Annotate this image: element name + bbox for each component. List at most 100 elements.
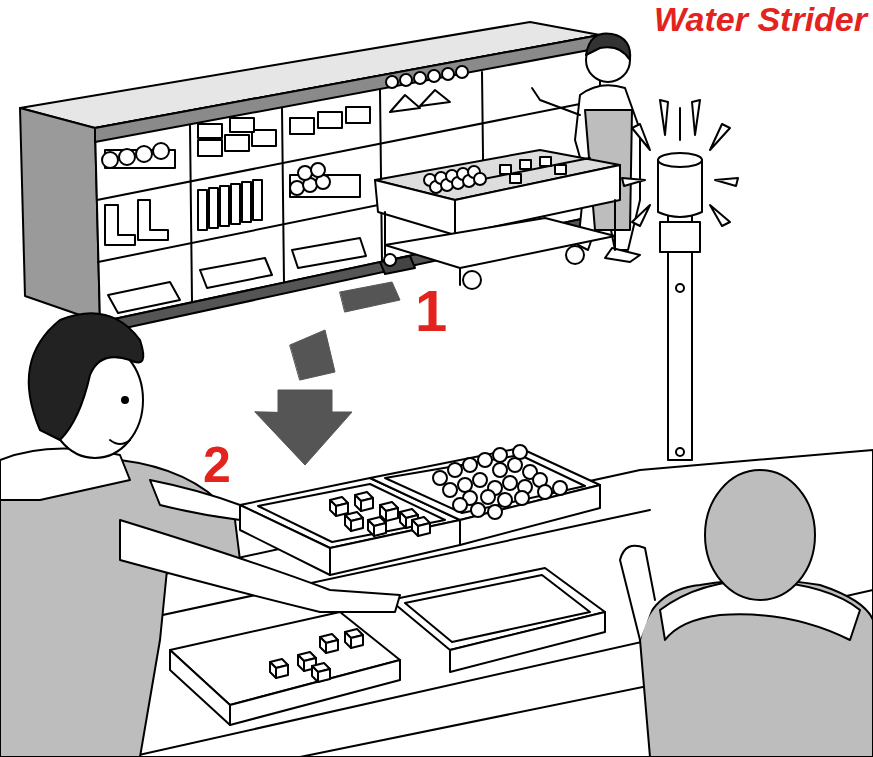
shelf-items	[442, 68, 454, 80]
tray-ball	[503, 476, 517, 490]
tray-cube	[320, 634, 338, 653]
tray-ball	[433, 471, 447, 485]
tray-cube	[374, 523, 386, 536]
cart-cube	[510, 174, 521, 183]
tray-ball	[508, 458, 522, 472]
tray-cube	[345, 629, 363, 648]
tray-cube	[368, 517, 386, 536]
shelf-items	[119, 149, 135, 165]
trolley-cart	[566, 246, 584, 264]
shelf-items	[136, 146, 152, 162]
callout-number: 2	[203, 440, 231, 490]
shelf-items	[198, 124, 222, 138]
cart-parts	[424, 157, 566, 193]
assembly-worker	[705, 470, 815, 600]
tray-ball	[471, 503, 485, 517]
tray-ball	[473, 473, 487, 487]
tray-cube	[351, 518, 363, 531]
shelf-items	[220, 186, 229, 226]
diagram-title: Water Strider	[654, 2, 867, 36]
trolley-cart	[614, 200, 616, 250]
shelf-items	[311, 163, 325, 177]
work-table	[0, 450, 873, 757]
shelf-items	[231, 184, 240, 224]
flow-arrow	[340, 282, 400, 312]
shelf-items	[252, 130, 276, 146]
shelf-items	[225, 135, 249, 151]
signal-lamp	[632, 205, 650, 226]
tray-parts	[270, 445, 567, 682]
tray-ball	[488, 505, 502, 519]
shelf-items	[198, 140, 222, 156]
shelf-items	[200, 258, 272, 288]
shelf-items	[102, 66, 468, 313]
tray-cube	[361, 498, 373, 511]
shelf-items	[292, 238, 366, 268]
tray-cube	[312, 663, 330, 682]
signal-lamp	[710, 124, 730, 150]
shelf-items	[153, 143, 169, 159]
tray-ball	[453, 498, 467, 512]
signal-lamp	[658, 153, 702, 167]
tray-cube	[412, 517, 430, 536]
tray-ball	[493, 448, 507, 462]
shelf-items	[400, 74, 412, 86]
shelf-items	[428, 70, 440, 82]
work-table	[0, 450, 873, 757]
tray-cube	[351, 635, 363, 648]
tray-cube	[326, 640, 338, 653]
shelf-items	[242, 182, 251, 222]
tray-cube	[418, 523, 430, 536]
stock-worker	[605, 248, 640, 262]
shelf-items	[298, 166, 312, 180]
parts-trays	[170, 650, 230, 725]
shelf-items	[390, 95, 420, 112]
shelf-unit	[20, 108, 100, 322]
signal-lamp	[676, 448, 684, 456]
flow-arrow	[255, 390, 352, 465]
trolley-cart	[384, 212, 386, 255]
shelf-items	[290, 181, 304, 195]
tray-cube	[386, 508, 398, 521]
shelf-items	[346, 107, 370, 123]
shelf-items	[138, 200, 168, 240]
shelf-items	[456, 66, 468, 78]
cart-cube	[520, 160, 531, 169]
tray-ball	[553, 481, 567, 495]
trolley-cart	[384, 254, 396, 266]
tray-cube	[330, 497, 348, 516]
shelf-items	[108, 282, 180, 313]
assembly-worker	[0, 313, 400, 757]
shelf-items	[290, 118, 314, 134]
shelf-unit	[380, 90, 382, 262]
shelf-unit	[282, 108, 284, 283]
flow-arrow	[255, 282, 400, 465]
signal-lamp	[622, 178, 645, 186]
parts-trays	[230, 660, 400, 725]
assembly-worker	[120, 520, 400, 612]
assembly-worker	[640, 580, 873, 757]
shelf-items	[105, 205, 135, 245]
shelf-items	[209, 188, 218, 228]
assembly-worker	[620, 470, 873, 757]
signal-lamp	[622, 100, 738, 460]
signal-lamp	[660, 222, 700, 252]
trolley-cart	[375, 150, 620, 289]
shelf-items	[253, 180, 262, 220]
flow-arrow	[290, 330, 335, 380]
trolley-cart	[385, 218, 615, 268]
signal-lamp	[676, 284, 684, 292]
signal-lamp	[710, 205, 730, 226]
shelf-items	[198, 190, 207, 230]
tray-ball	[463, 458, 477, 472]
shelf-items	[420, 90, 450, 106]
assembly-worker	[0, 457, 240, 757]
tray-cube	[270, 659, 288, 678]
assembly-worker	[620, 546, 655, 640]
tray-ball	[515, 491, 529, 505]
signal-lamp	[679, 108, 681, 140]
signal-lamp	[715, 178, 738, 186]
cart-cube	[555, 165, 566, 174]
tray-ball	[493, 463, 507, 477]
